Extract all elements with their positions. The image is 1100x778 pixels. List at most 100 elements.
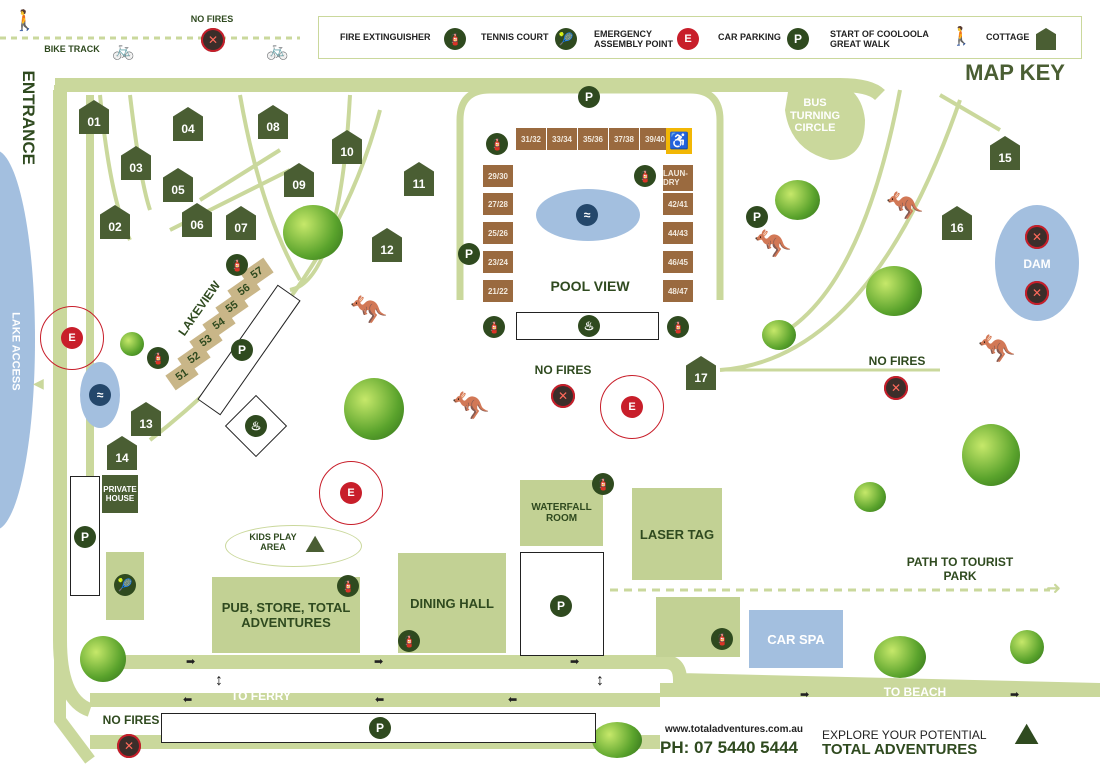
entrance-label: ENTRANCE	[18, 70, 38, 165]
tree	[866, 266, 922, 316]
pool-site-44-43[interactable]: 44/43	[663, 222, 693, 244]
emergency-e-icon[interactable]: E	[621, 396, 643, 418]
fire-extinguisher-icon: 🧯	[226, 254, 248, 276]
fire-extinguisher-icon: 🧯	[486, 133, 508, 155]
arrow-right-icon: ➡	[1010, 689, 1020, 701]
fire-extinguisher-icon: 🧯	[667, 316, 689, 338]
arrow-right-icon: ➡	[800, 689, 810, 701]
parking-icon: P	[550, 595, 572, 617]
website-text: www.totaladventures.com.au	[665, 724, 803, 735]
tree	[120, 332, 144, 356]
no-fishing-icon: ✕	[1025, 281, 1049, 305]
laser-tag-building[interactable]: LASER TAG	[632, 488, 722, 580]
pool-site-31-32[interactable]: 31/32	[516, 128, 546, 150]
emergency-e-icon[interactable]: E	[61, 327, 83, 349]
dam-label: DAM	[1023, 257, 1051, 271]
bike-track-label: BIKE TRACK	[44, 44, 100, 54]
pool-site-27-28[interactable]: 27/28	[483, 193, 513, 215]
pub-store-building[interactable]: PUB, STORE, TOTAL ADVENTURES	[212, 577, 360, 653]
pub-store-label: PUB, STORE, TOTAL ADVENTURES	[221, 600, 351, 630]
tree	[283, 205, 343, 260]
mountain-logo-icon: ⛰	[1014, 718, 1040, 751]
arrow-updown-icon: ↕	[215, 672, 223, 689]
no-fires-icon: ✕	[884, 376, 908, 400]
parking-icon: P	[74, 526, 96, 548]
no-fires-label: NO FIRES	[868, 354, 926, 368]
pool-site-23-24[interactable]: 23/24	[483, 251, 513, 273]
dining-hall-label: DINING HALL	[410, 595, 494, 611]
emergency-assembly-ring	[319, 461, 383, 525]
bus-turning-circle-shape	[785, 78, 865, 160]
parking-icon: P	[231, 339, 253, 361]
key-tennis-court: TENNIS COURT	[481, 32, 561, 43]
emergency-e-icon: E	[677, 28, 699, 50]
cottage-icon	[1036, 28, 1056, 50]
pool-view-label: POOL VIEW	[550, 278, 630, 294]
playground-icon: ⛰	[305, 531, 326, 558]
fire-extinguisher-icon: 🧯	[147, 347, 169, 369]
no-fires-label: NO FIRES	[102, 713, 160, 727]
fire-extinguisher-icon: 🧯	[592, 473, 614, 495]
waterfall-room-label: WATERFALL ROOM	[531, 502, 592, 524]
kids-play-area[interactable]	[225, 525, 362, 567]
no-fires-icon: ✕	[551, 384, 575, 408]
tennis-racket-icon: 🎾	[555, 28, 577, 50]
pool-site-33-34[interactable]: 33/34	[547, 128, 577, 150]
tennis-racket-icon: 🎾	[114, 574, 136, 596]
pool-site-39-40[interactable]: 39/40	[640, 128, 670, 150]
parking-icon: P	[746, 206, 768, 228]
pool-site-29-30[interactable]: 29/30	[483, 165, 513, 187]
arrow-updown-icon: ↕	[596, 672, 604, 689]
tree	[775, 180, 820, 220]
arrow-left-icon: ⬅	[375, 694, 385, 706]
no-swimming-icon: ✕	[1025, 225, 1049, 249]
parking-icon: P	[578, 86, 600, 108]
fire-extinguisher-icon: 🧯	[444, 28, 466, 50]
tree	[962, 424, 1020, 486]
fire-extinguisher-icon: 🧯	[483, 316, 505, 338]
dam-shape	[995, 205, 1079, 321]
bike-icon: 🚲	[112, 40, 135, 60]
car-spa-building[interactable]: CAR SPA	[749, 610, 843, 668]
pool-site-42-41[interactable]: 42/41	[663, 193, 693, 215]
emergency-assembly-ring	[40, 306, 104, 370]
key-label: COTTAGE	[986, 32, 1030, 42]
parking-icon: P	[369, 717, 391, 739]
bbq-icon: ♨	[578, 315, 600, 337]
swim-icon: ≈	[89, 384, 111, 406]
key-label: FIRE EXTINGUISHER	[340, 32, 431, 42]
key-label: CAR PARKING	[718, 32, 781, 42]
walker-icon: 🚶	[950, 26, 973, 46]
tree	[80, 636, 126, 682]
fire-extinguisher-icon: 🧯	[337, 575, 359, 597]
laser-tag-label: LASER TAG	[639, 526, 715, 542]
car-spa-label: CAR SPA	[767, 631, 825, 647]
pool-site-46-45[interactable]: 46/45	[663, 251, 693, 273]
waterfall-room-building[interactable]: WATERFALL ROOM	[520, 480, 603, 546]
walker-icon: 🚶	[12, 10, 37, 32]
tree	[344, 378, 404, 440]
tennis-court[interactable]: 🎾	[106, 552, 144, 620]
arrow-left-icon: ⬅	[183, 694, 193, 706]
pool-site-48-47[interactable]: 48/47	[663, 280, 693, 302]
private-house: PRIVATE HOUSE	[102, 475, 138, 513]
tree	[592, 722, 642, 758]
pool-site-37-38[interactable]: 37/38	[609, 128, 639, 150]
pool-site-21-22[interactable]: 21/22	[483, 280, 513, 302]
pool-site-35-36[interactable]: 35/36	[578, 128, 608, 150]
key-emergency-assembly: EMERGENCY ASSEMBLY POINT	[594, 29, 684, 50]
to-ferry-label: TO FERRY	[230, 689, 291, 703]
no-fires-icon: ✕	[117, 734, 141, 758]
key-label: START OF COOLOOLA GREAT WALK	[830, 29, 929, 49]
pool-site-25-26[interactable]: 25/26	[483, 222, 513, 244]
emergency-e-icon[interactable]: E	[340, 482, 362, 504]
laundry: LAUN-DRY	[663, 165, 693, 191]
bbq-icon: ♨	[245, 415, 267, 437]
no-fires-label: NO FIRES	[534, 363, 592, 377]
bus-turning-circle-label: BUS TURNING CIRCLE	[789, 97, 841, 135]
fire-extinguisher-icon: 🧯	[634, 165, 656, 187]
kangaroo-icon: 🦘	[886, 190, 924, 223]
swim-icon: ≈	[576, 204, 598, 226]
no-fires-icon: ✕	[201, 28, 225, 52]
tagline-text: EXPLORE YOUR POTENTIAL	[822, 728, 987, 742]
